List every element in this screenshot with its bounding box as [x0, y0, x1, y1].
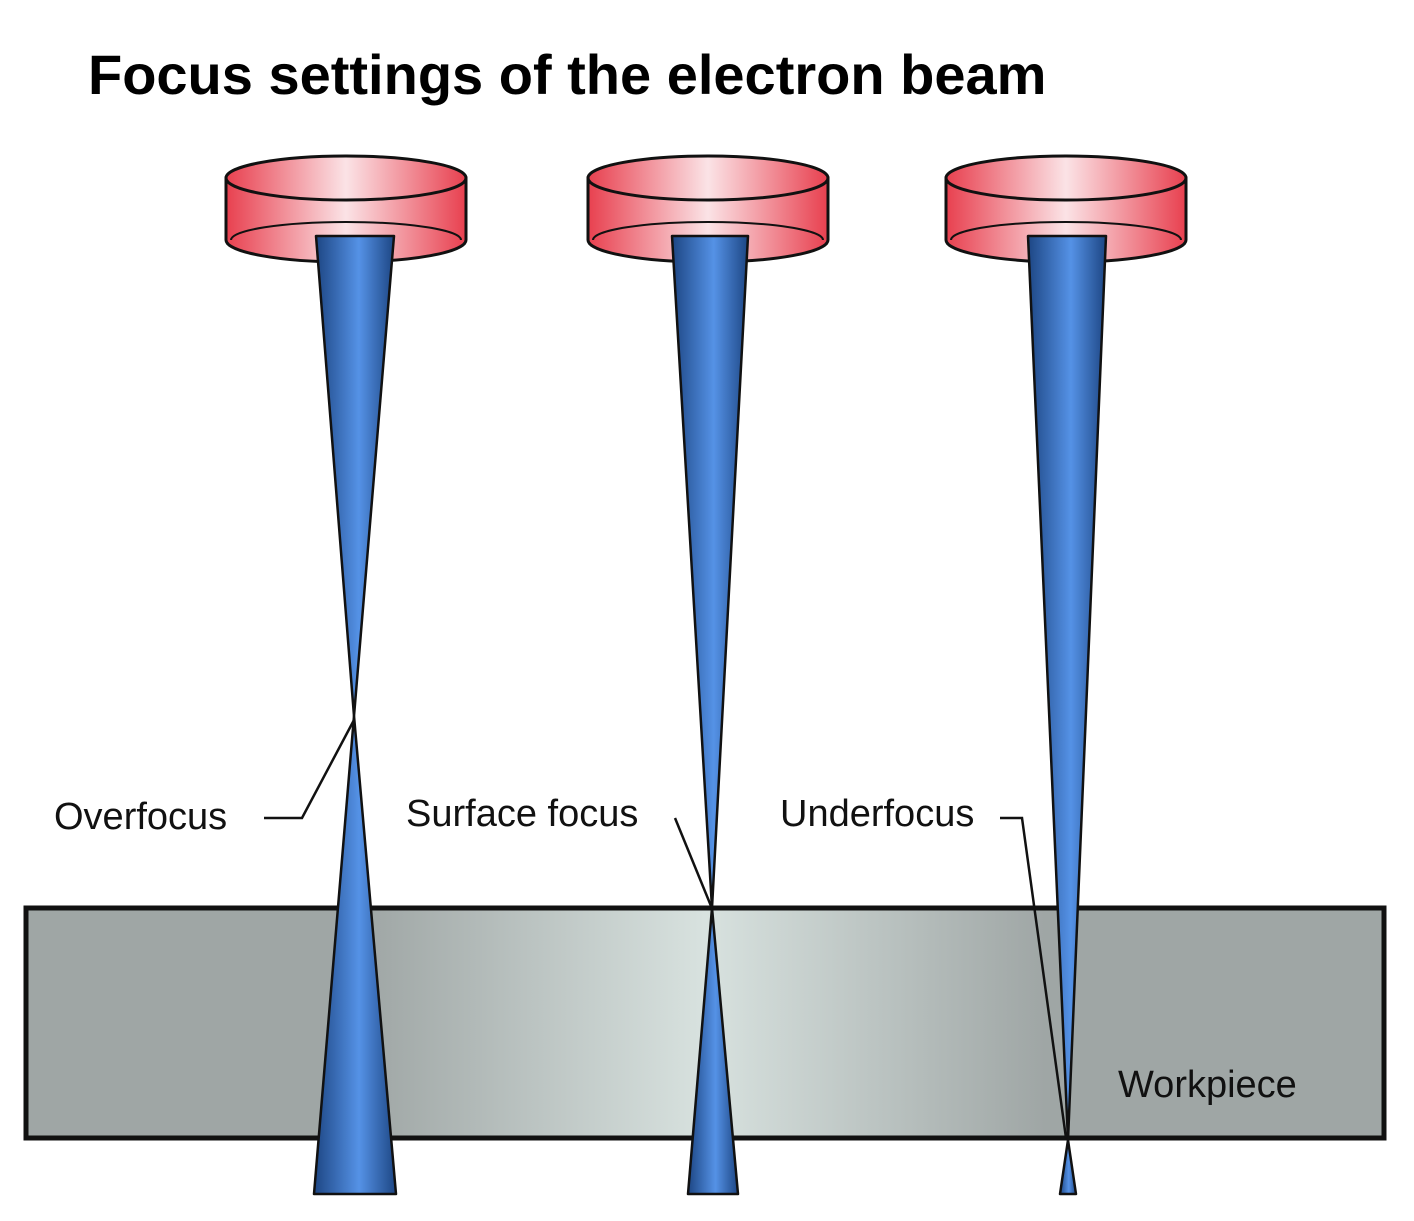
lens-surface-focus [586, 154, 830, 264]
lens-overfocus [224, 154, 468, 264]
leader-line-underfocus [1000, 816, 1068, 1139]
beam-overfocus [312, 234, 398, 1196]
leader-line-surface-focus [673, 817, 713, 907]
beam-underfocus [1026, 234, 1108, 1196]
beam-surface-focus [670, 234, 750, 1196]
label-overfocus: Overfocus [54, 796, 227, 838]
page-title: Focus settings of the electron beam [88, 43, 1047, 106]
label-surface-focus: Surface focus [406, 793, 638, 835]
label-underfocus: Underfocus [780, 793, 974, 835]
leader-line-overfocus [264, 719, 356, 820]
label-workpiece: Workpiece [1118, 1064, 1297, 1106]
